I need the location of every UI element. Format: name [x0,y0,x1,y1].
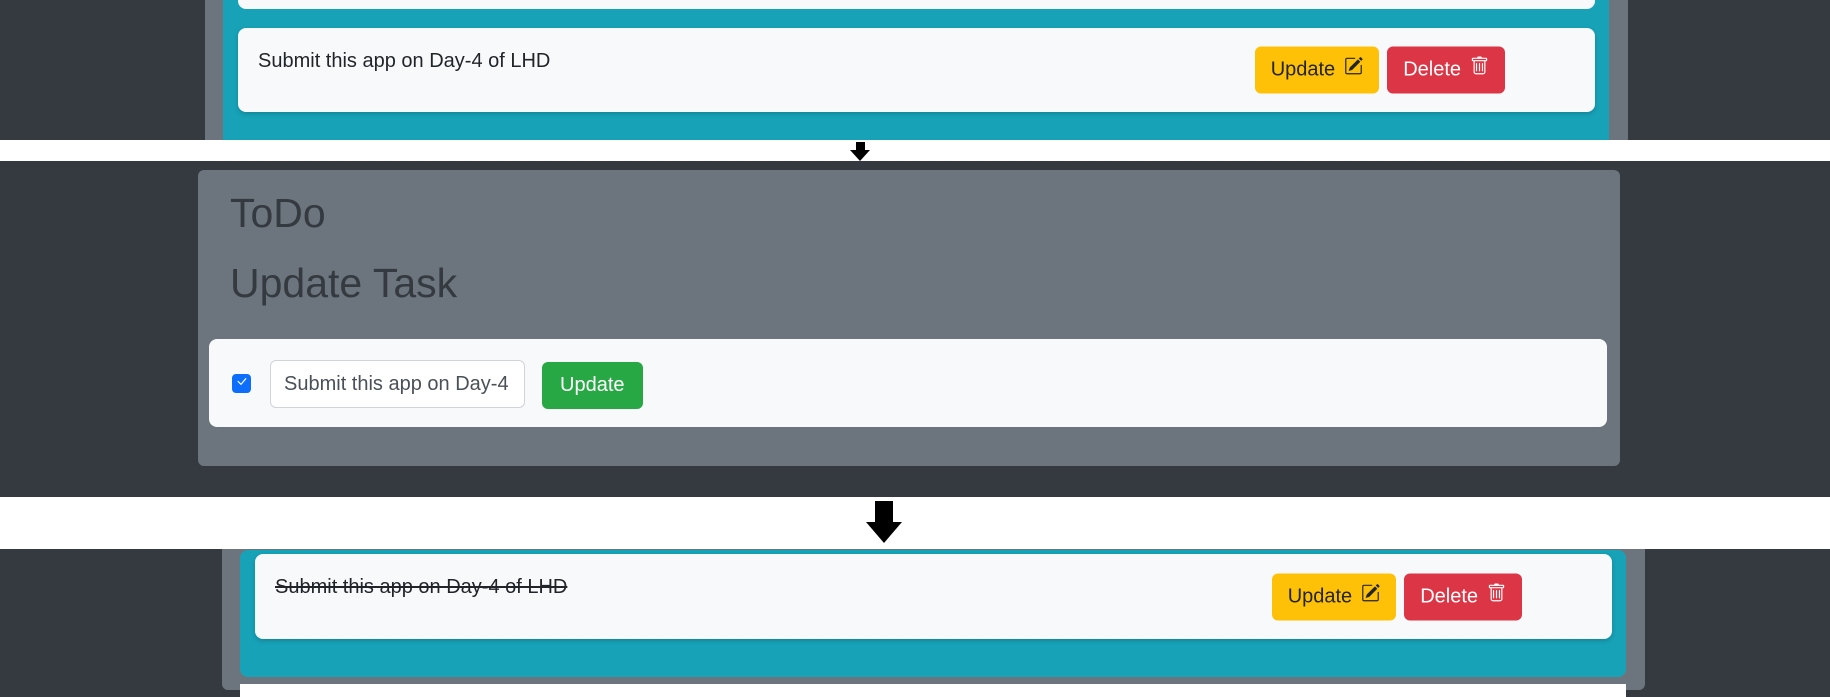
task-actions: Update Delete [1254,46,1505,94]
update-button-label: Update [1270,58,1336,81]
pencil-square-icon [1344,57,1363,84]
delete-button-label: Delete [1420,585,1478,607]
update-form-card: Update [209,339,1607,427]
bottom-white-strip [240,684,1626,697]
update-panel: ToDo Update Task Update [198,170,1620,466]
down-arrow-stem [855,142,865,150]
checkmark-icon [235,375,248,393]
section-todo-list-after: Submit this app on Day-4 of LHD Update D… [0,549,1830,697]
todo-list-backdrop: Submit this app on Day-4 of LHD Update D… [205,0,1628,140]
flow-gap-2 [0,497,1830,549]
todo-list-container: Submit this app on Day-4 of LHD Update D… [223,0,1609,140]
page-title: ToDo [230,190,326,236]
task-card-partial [238,0,1595,9]
update-button[interactable]: Update [1271,573,1397,620]
task-text-strikethrough: Submit this app on Day-4 of LHD [275,576,568,598]
down-arrow-icon [850,142,870,161]
down-arrow-stem [875,501,893,522]
todo-list-container: Submit this app on Day-4 of LHD Update D… [240,550,1626,677]
task-text: Submit this app on Day-4 of LHD [258,50,551,72]
down-arrow-head [866,522,902,543]
task-card-completed: Submit this app on Day-4 of LHD Update D… [255,554,1612,639]
task-input[interactable] [270,360,525,408]
delete-button[interactable]: Delete [1387,46,1505,94]
task-card: Submit this app on Day-4 of LHD Update D… [238,28,1595,112]
task-checkbox[interactable] [232,374,251,393]
update-submit-label: Update [560,374,625,396]
page-subtitle: Update Task [230,260,458,306]
pencil-square-icon [1361,583,1380,610]
task-actions: Update Delete [1271,573,1522,620]
trash-icon [1470,56,1489,84]
update-button-label: Update [1287,585,1353,607]
delete-button[interactable]: Delete [1404,573,1522,620]
trash-icon [1487,583,1506,610]
todo-list-backdrop: Submit this app on Day-4 of LHD Update D… [222,549,1645,697]
flow-gap-1 [0,140,1830,161]
section-todo-list-before: Submit this app on Day-4 of LHD Update D… [0,0,1830,140]
delete-button-label: Delete [1403,58,1461,81]
down-arrow-icon [866,501,902,543]
down-arrow-head [850,150,870,161]
update-button[interactable]: Update [1254,46,1380,94]
update-submit-button[interactable]: Update [542,362,643,409]
section-update-form: ToDo Update Task Update [0,161,1830,497]
